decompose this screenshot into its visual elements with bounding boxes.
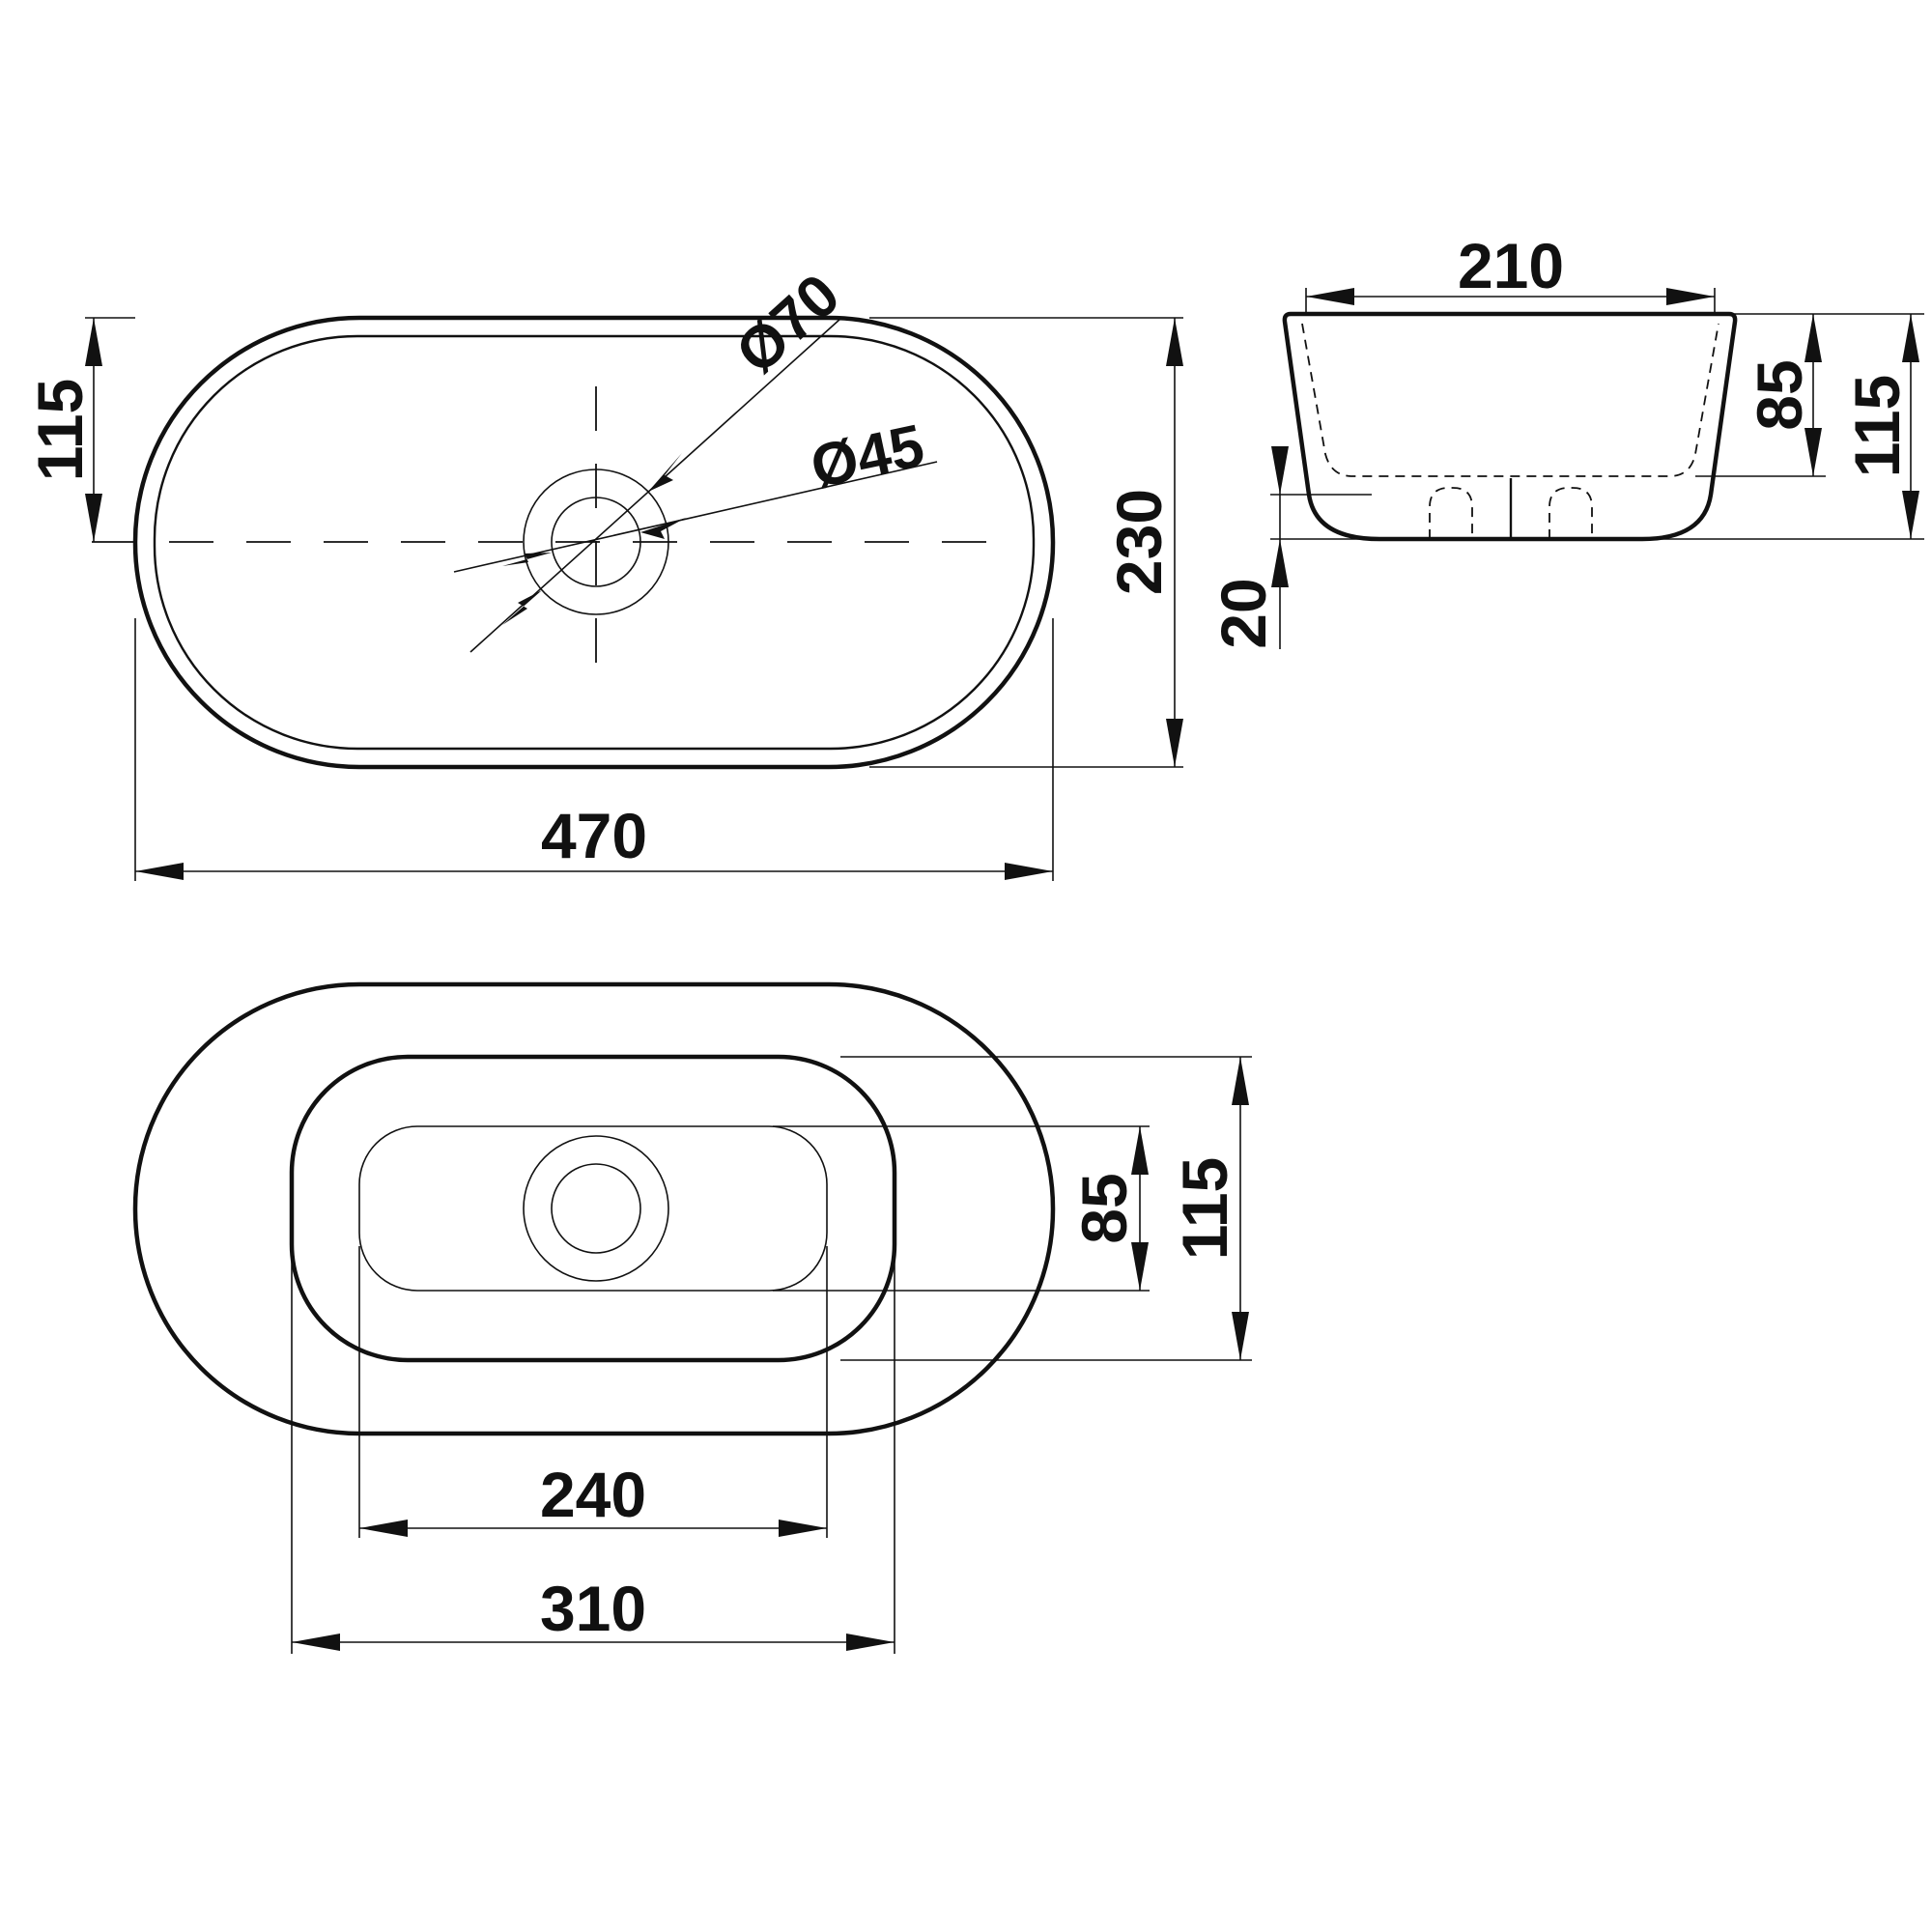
foot-outer-outline [289, 1054, 897, 1363]
d70-arrow-1 [648, 453, 682, 492]
d45-arrow-2 [502, 553, 552, 566]
d45-label: Ø45 [806, 412, 930, 501]
dim-210-label: 210 [1458, 230, 1564, 301]
top-view: Ø70 Ø45 115 230 470 [24, 262, 1183, 881]
dim-240-label: 240 [540, 1459, 646, 1530]
dim-230-label: 230 [1103, 489, 1175, 595]
side-view: 210 85 115 20 [1208, 230, 1924, 649]
bowl-inner-hidden [1301, 323, 1719, 477]
bottom-view: 85 115 240 310 [132, 981, 1252, 1654]
bottom-drain-outer [523, 1135, 669, 1282]
d70-arrow-2 [502, 590, 542, 625]
dim-20-arrow-up [1271, 539, 1289, 587]
basin-inner-rim [153, 334, 1036, 751]
dim-20-label: 20 [1208, 578, 1279, 648]
dim-470-label: 470 [541, 800, 647, 871]
drain-hidden-right [1548, 487, 1593, 539]
dim-115-side-label: 115 [1841, 375, 1913, 477]
dim-85-bottom-label: 85 [1068, 1173, 1140, 1243]
d70-label: Ø70 [724, 262, 852, 387]
dim-20-arrow-down [1271, 446, 1289, 495]
foot-inner-outline [358, 1125, 828, 1292]
dim-310-label: 310 [540, 1573, 646, 1644]
dim-115-left-label: 115 [24, 379, 96, 481]
drain-hidden-left [1429, 487, 1473, 539]
bottom-outer-outline [132, 981, 1056, 1436]
dim-115-bottom-label: 115 [1169, 1157, 1240, 1260]
bottom-drain-inner [551, 1163, 641, 1254]
dim-85-side-label: 85 [1744, 359, 1815, 430]
d45-arrow-1 [640, 518, 686, 539]
